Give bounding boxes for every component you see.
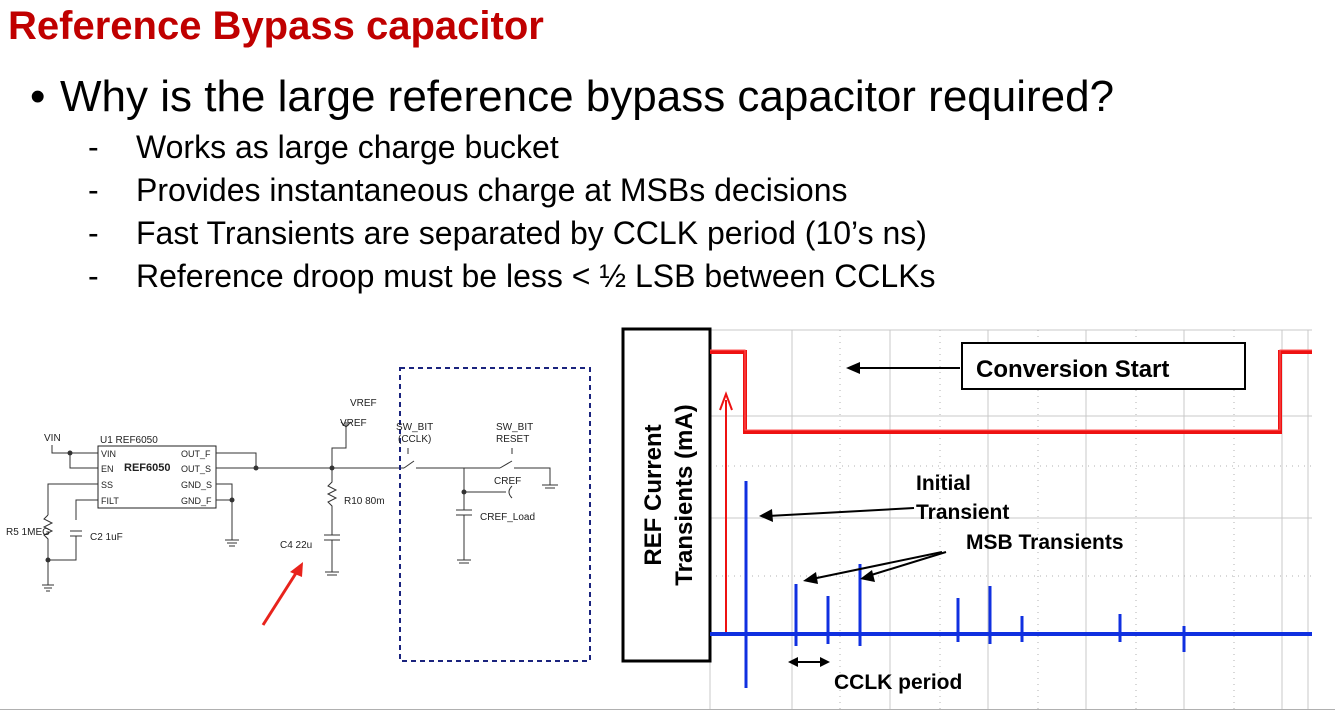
chip-pin-label: SS (101, 480, 113, 490)
chip-name: REF6050 (124, 462, 170, 474)
sw2-label: SW_BIT (496, 422, 533, 433)
conversion-start-label: Conversion Start (976, 356, 1169, 383)
c2-label: C2 1uF (90, 532, 123, 543)
dash: - (88, 258, 99, 294)
chip-pin-label: EN (101, 464, 114, 474)
r5-label: R5 1MEG (6, 527, 50, 538)
sub-item-text: Fast Transients are separated by CCLK pe… (136, 215, 927, 251)
cref-load-label: CREF_Load (480, 512, 535, 523)
sub-item-text: Reference droop must be less < ½ LSB bet… (136, 258, 936, 294)
scope-capture: REF Current Transients (mA) Conversion S… (621, 327, 1312, 710)
vin-label: VIN (44, 433, 61, 444)
main-bullet: • Why is the large reference bypass capac… (30, 72, 1114, 122)
initial-transient-label: Initial (916, 472, 971, 495)
sub-item: - Works as large charge bucket (88, 129, 559, 166)
chip-pin-label: OUT_S (181, 464, 211, 474)
dash: - (88, 129, 99, 165)
chip-pin-label: VIN (101, 449, 116, 459)
c4-label: C4 22u (280, 540, 312, 551)
dash: - (88, 172, 99, 208)
r10-label: R10 80m (344, 496, 385, 507)
u1-label: U1 REF6050 (100, 435, 158, 446)
vref-top-label: VREF (350, 398, 377, 409)
sub-item: - Fast Transients are separated by CCLK p… (88, 215, 927, 252)
scope-y-axis-label: REF Current (640, 424, 667, 565)
initial-transient-label: Transient (916, 501, 1009, 524)
cclk-period-label: CCLK period (834, 671, 962, 694)
sub-item-text: Works as large charge bucket (136, 129, 559, 165)
sw1-label: (CCLK) (398, 434, 431, 445)
sub-item-text: Provides instantaneous charge at MSBs de… (136, 172, 848, 208)
sub-item: - Reference droop must be less < ½ LSB be… (88, 258, 936, 295)
scope-y-axis-label: Transients (mA) (671, 404, 698, 585)
sw2-label: RESET (496, 434, 529, 445)
vref-node-label: VREF (340, 418, 367, 429)
msb-transients-label: MSB Transients (966, 531, 1124, 554)
sw1-label: SW_BIT (396, 422, 433, 433)
main-bullet-text: Why is the large reference bypass capaci… (60, 72, 1115, 121)
chip-pin-label: GND_S (181, 480, 212, 490)
dash: - (88, 215, 99, 251)
sub-item: - Provides instantaneous charge at MSBs d… (88, 172, 848, 209)
chip-pin-label: OUT_F (181, 449, 211, 459)
reference-schematic: VIN U1 REF6050 REF6050 VIN EN SS FILT OU… (6, 367, 591, 662)
cref-label: CREF (494, 476, 521, 487)
bullet-dot: • (30, 72, 46, 121)
slide-footer-rule (0, 709, 1335, 710)
chip-pin-label: FILT (101, 496, 119, 506)
slide-title: Reference Bypass capacitor (8, 4, 544, 48)
chip-pin-label: GND_F (181, 496, 212, 506)
